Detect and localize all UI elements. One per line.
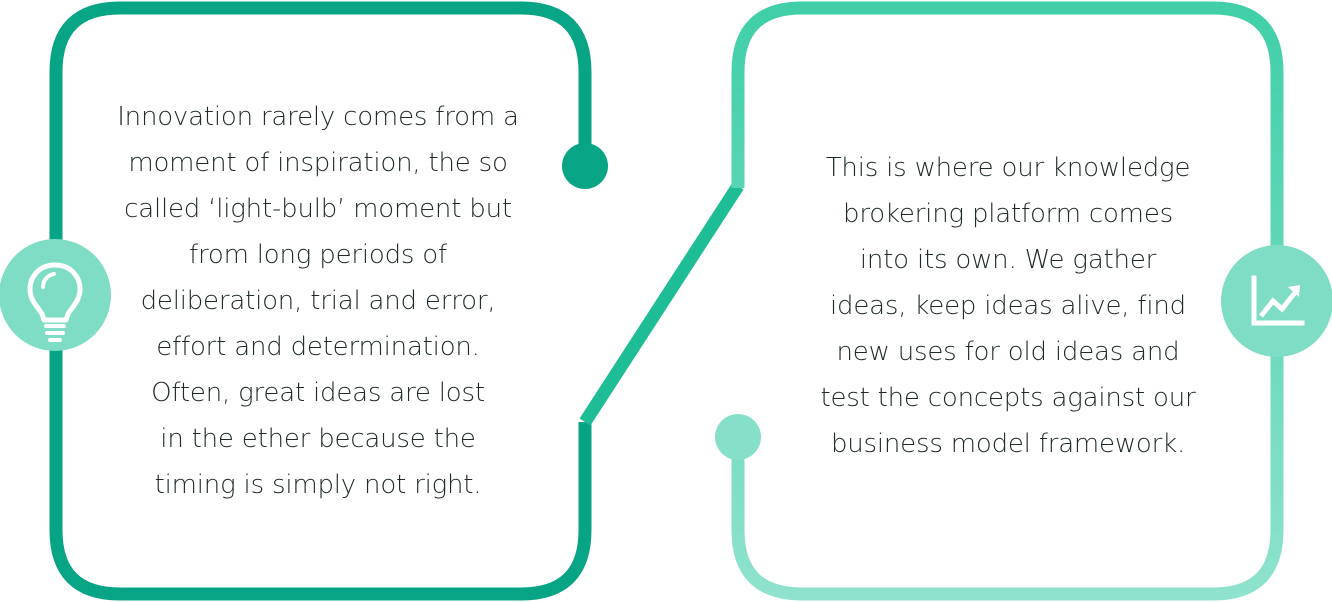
diagonal-connector xyxy=(579,182,744,426)
left-line: deliberation, trial and error, xyxy=(140,286,496,316)
left-line: from long periods of xyxy=(189,240,447,270)
right-line: new uses for old ideas and xyxy=(836,337,1180,367)
lightbulb-icon xyxy=(0,239,111,351)
left-line: called ‘light-bulb’ moment but xyxy=(124,194,512,224)
left-line: in the ether because the xyxy=(160,424,476,454)
right-panel-text: This is where our knowledge brokering pl… xyxy=(758,145,1258,467)
left-panel-text: Innovation rarely comes from a moment of… xyxy=(68,94,568,508)
left-line: timing is simply not right. xyxy=(154,470,482,500)
left-line: Often, great ideas are lost xyxy=(151,378,485,408)
left-line: Innovation rarely comes from a xyxy=(117,102,519,132)
right-line: business model framework. xyxy=(830,429,1186,459)
left-connector-dot xyxy=(562,143,608,189)
right-line: test the concepts against our xyxy=(820,383,1196,413)
left-line: moment of inspiration, the so xyxy=(128,148,508,178)
right-connector-dot xyxy=(715,414,761,460)
right-line: into its own. We gather xyxy=(859,245,1157,275)
right-line: This is where our knowledge xyxy=(825,153,1191,183)
right-line: brokering platform comes xyxy=(843,199,1173,229)
left-line: effort and determination. xyxy=(156,332,480,362)
growth-chart-icon xyxy=(1221,245,1332,357)
right-line: ideas, keep ideas alive, find xyxy=(830,291,1186,321)
